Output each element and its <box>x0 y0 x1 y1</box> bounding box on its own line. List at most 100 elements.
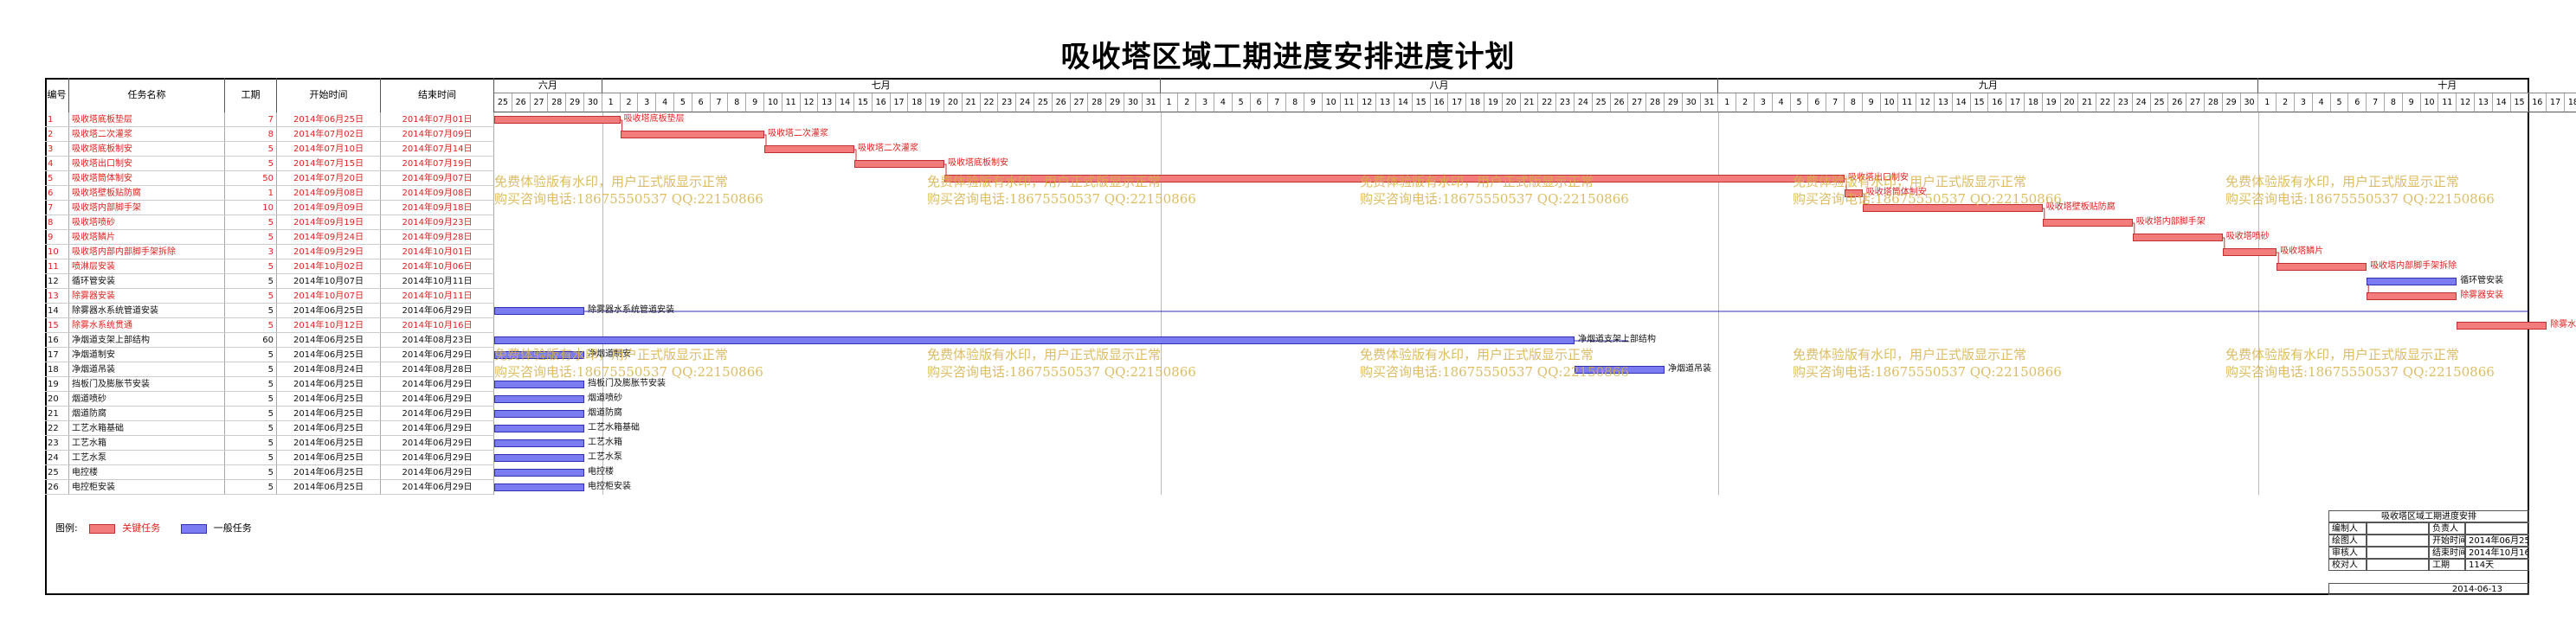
task-bar[interactable] <box>494 351 584 359</box>
cell-end: 2014年10月11日 <box>381 274 494 289</box>
task-bar[interactable] <box>620 131 764 138</box>
day-header: 25 <box>494 93 512 112</box>
day-header: 18 <box>2025 93 2043 112</box>
day-header: 2 <box>2277 93 2295 112</box>
day-header: 4 <box>1214 93 1233 112</box>
cell-start: 2014年09月08日 <box>277 186 381 201</box>
task-bar[interactable] <box>2132 234 2223 241</box>
day-header: 16 <box>1988 93 2007 112</box>
day-header: 28 <box>1646 93 1665 112</box>
cell-end: 2014年10月16日 <box>381 318 494 333</box>
col-header-end: 结束时间 <box>381 78 494 112</box>
task-bar[interactable] <box>2367 278 2457 285</box>
day-header: 15 <box>1970 93 1989 112</box>
day-header: 8 <box>2385 93 2403 112</box>
task-bar[interactable] <box>2222 248 2277 256</box>
task-bar[interactable] <box>494 484 584 491</box>
month-gridline <box>1160 112 1162 495</box>
day-header: 9 <box>1304 93 1323 112</box>
month-header: 六月 <box>494 78 602 93</box>
day-header: 10 <box>764 93 782 112</box>
task-bar[interactable] <box>494 307 584 315</box>
task-bar[interactable] <box>764 145 854 153</box>
task-bar[interactable] <box>854 160 944 168</box>
task-bar[interactable] <box>494 336 1575 344</box>
task-bar[interactable] <box>494 469 584 477</box>
cell-dur: 7 <box>225 112 277 127</box>
cell-end: 2014年10月06日 <box>381 259 494 274</box>
task-bar[interactable] <box>2457 322 2547 330</box>
cell-dur: 5 <box>225 259 277 274</box>
month-gridline <box>602 112 603 495</box>
day-header: 13 <box>818 93 837 112</box>
task-bar[interactable] <box>494 425 584 432</box>
day-header: 20 <box>1502 93 1521 112</box>
day-header: 4 <box>2312 93 2331 112</box>
title-block-cell: 开始时间 <box>2429 535 2465 547</box>
day-header: 18 <box>1466 93 1484 112</box>
cell-dur: 1 <box>225 186 277 201</box>
watermark-line1: 免费体验版有水印，用户正式版显示正常 <box>2225 347 2460 362</box>
task-bar[interactable] <box>1575 366 1665 374</box>
task-bar[interactable] <box>494 395 584 403</box>
day-header: 28 <box>2205 93 2223 112</box>
cell-id: 6 <box>45 186 69 201</box>
cell-name: 电控楼 <box>69 465 225 480</box>
gantt-frame <box>45 78 2529 595</box>
task-bar[interactable] <box>1862 204 2043 212</box>
cell-name: 吸收塔二次灌浆 <box>69 127 225 142</box>
task-bar[interactable] <box>1845 189 1863 197</box>
task-bar[interactable] <box>494 381 584 388</box>
watermark: 免费体验版有水印，用户正式版显示正常购买咨询电话:18675550537 QQ:… <box>1360 346 1629 381</box>
task-bar[interactable] <box>2367 292 2457 300</box>
watermark-line1: 免费体验版有水印，用户正式版显示正常 <box>927 347 1162 362</box>
task-bar[interactable] <box>494 410 584 418</box>
cell-dur: 5 <box>225 348 277 362</box>
cell-id: 14 <box>45 304 69 318</box>
cell-dur: 5 <box>225 436 277 451</box>
day-header: 18 <box>908 93 927 112</box>
cell-start: 2014年10月07日 <box>277 274 381 289</box>
task-bar[interactable] <box>494 454 584 462</box>
task-bar[interactable] <box>944 175 1845 183</box>
cell-id: 17 <box>45 348 69 362</box>
day-header: 30 <box>2240 93 2259 112</box>
task-bar[interactable] <box>494 439 584 447</box>
cell-start: 2014年06月25日 <box>277 436 381 451</box>
title-block: 吸收塔区域工期进度安排 编制人负责人绘图人开始时间2014年06月25日审核人结… <box>2328 510 2529 595</box>
task-bar-label: 吸收塔筒体制安 <box>1865 188 1927 197</box>
day-header: 26 <box>1610 93 1629 112</box>
title-block-cell <box>2367 547 2429 559</box>
task-bar[interactable] <box>494 116 621 124</box>
month-header: 八月 <box>1160 78 1719 93</box>
task-bar[interactable] <box>2042 219 2133 227</box>
task-bar-label: 工艺水泵 <box>588 452 622 462</box>
task-bar[interactable] <box>2277 263 2367 271</box>
